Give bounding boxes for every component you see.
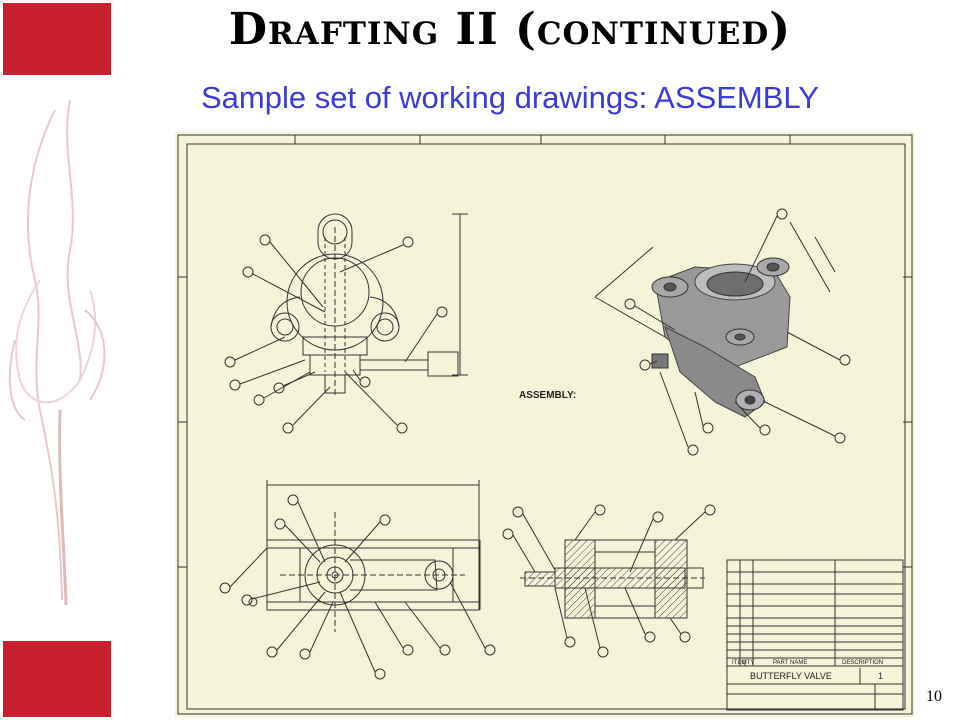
slide-subtitle: Sample set of working drawings: ASSEMBLY	[201, 80, 819, 115]
red-corner-block-bottom	[3, 641, 111, 717]
red-corner-block-top	[3, 3, 111, 75]
tb-header-qty: QTY	[742, 660, 754, 666]
tb-drawing-name: BUTTERFLY VALVE	[750, 671, 832, 681]
tb-header-item: ITEM	[732, 660, 746, 666]
tb-header-part-name: PART NAME	[773, 660, 807, 666]
tb-sheet-number: 1	[878, 671, 883, 681]
page-number: 10	[926, 688, 942, 705]
assembly-note: ASSEMBLY:	[519, 390, 639, 402]
tb-header-description: DESCRIPTION	[842, 660, 883, 666]
torch-flame-decoration	[8, 99, 106, 606]
assembly-note-title: ASSEMBLY:	[519, 390, 577, 401]
slide-title: Drafting II (continued)	[228, 4, 792, 55]
assembly-drawing-sheet: ITEM QTY PART NAME DESCRIPTION BUTTERFLY…	[175, 132, 915, 717]
drawing-linework: ITEM QTY PART NAME DESCRIPTION BUTTERFLY…	[177, 134, 913, 715]
